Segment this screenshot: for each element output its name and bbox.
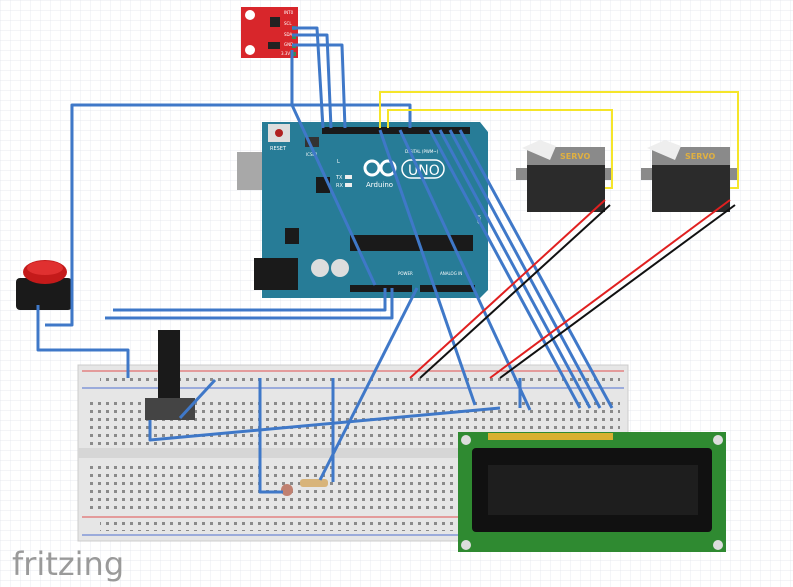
push-button[interactable] [16,260,72,310]
power-header [350,285,412,292]
sensor-pin-label: INT0 [284,10,294,15]
fritzing-logo: fritzing [12,545,124,583]
microcontroller-chip [350,235,473,251]
servo-label: SERVO [685,152,715,161]
power-jack [254,258,298,290]
servo-label: SERVO [560,152,590,161]
lcd-display[interactable] [458,432,726,552]
sensor-pin-label: 3.3V [281,51,290,56]
tx-label: TX [335,175,343,181]
sensor-pin-label: SCL [284,21,292,26]
analog-label: ANALOG IN [440,271,462,276]
rx-label: RX [336,183,343,189]
brand-label: Arduino [366,181,393,189]
accelerometer-sensor[interactable]: INT0 SCL SDA GND 3.3V [241,7,298,58]
analog-header [420,285,475,292]
sensor-pin-label: SDA [284,32,293,37]
resistor[interactable] [300,479,328,487]
sensor-pin-label: GND [284,42,293,47]
servo-2[interactable]: SERVO [641,140,738,212]
icsp2-label: ICSP2 [306,152,318,157]
wires [36,26,739,494]
digital-header [322,127,470,134]
power-label: POWER [398,271,413,276]
l-led-label: L [337,159,340,165]
photoresistor[interactable] [281,484,293,496]
arduino-logo [363,159,397,177]
model-label: UNO [408,163,440,179]
servo-1[interactable]: SERVO [516,140,613,212]
digital-label: DIGITAL (PWM~) [405,149,439,154]
usb-port [237,152,264,190]
reset-label: RESET [270,146,287,152]
